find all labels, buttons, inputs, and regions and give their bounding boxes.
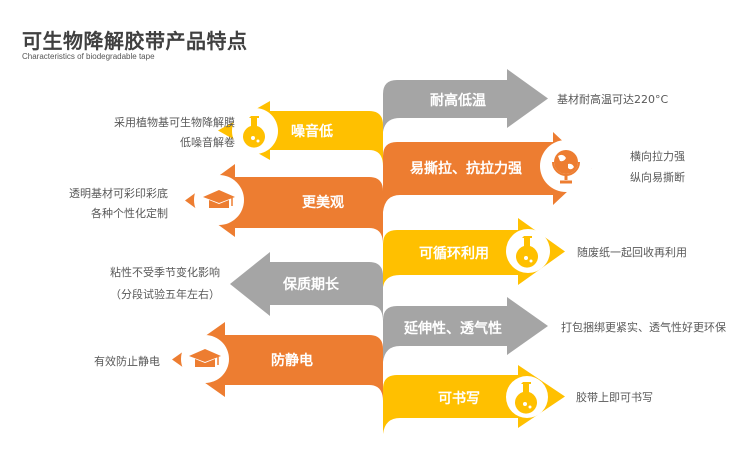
desc-line: 胶带上即可书写 bbox=[576, 391, 653, 404]
feature-description: 随废纸一起回收再利用 bbox=[577, 243, 687, 263]
desc-line: 透明基材可彩印彩底 bbox=[69, 187, 168, 200]
feature-description: 基材耐高温可达220°C bbox=[557, 90, 668, 110]
desc-line: （分段试验五年左右） bbox=[110, 288, 220, 301]
feature-description: 透明基材可彩印彩底各种个性化定制 bbox=[69, 184, 168, 224]
feature-label: 噪音低 bbox=[291, 124, 333, 140]
flask-icon bbox=[506, 229, 550, 273]
desc-line: 基材耐高温可达220°C bbox=[557, 93, 669, 106]
feature-label: 可书写 bbox=[438, 391, 480, 407]
desc-line: 各种个性化定制 bbox=[91, 207, 168, 220]
flask-icon bbox=[506, 376, 548, 418]
desc-line: 有效防止静电 bbox=[94, 355, 160, 368]
graduation-cap-icon bbox=[194, 175, 244, 225]
feature-description: 打包捆绑更紧实、透气性好更环保 bbox=[561, 318, 726, 338]
arrow-temperature bbox=[383, 69, 548, 132]
feature-label: 保质期长 bbox=[283, 277, 339, 293]
arrow-ductility bbox=[383, 297, 548, 362]
globe-icon bbox=[540, 140, 592, 192]
desc-line: 随废纸一起回收再利用 bbox=[577, 246, 687, 259]
page-title: 可生物降解胶带产品特点 bbox=[22, 29, 248, 53]
feature-label: 可循环利用 bbox=[419, 246, 489, 262]
arrow-long-shelf-life bbox=[230, 252, 383, 321]
feature-label: 延伸性、透气性 bbox=[404, 321, 502, 337]
desc-line: 低噪音解卷 bbox=[180, 136, 235, 149]
feature-description: 有效防止静电 bbox=[94, 352, 160, 372]
arrow-tear-strength bbox=[383, 132, 592, 212]
desc-line: 采用植物基可生物降解膜 bbox=[114, 116, 235, 129]
feature-description: 粘性不受季节变化影响 （分段试验五年左右） bbox=[110, 262, 220, 306]
feature-description: 采用植物基可生物降解膜低噪音解卷 bbox=[114, 113, 235, 153]
feature-description: 胶带上即可书写 bbox=[576, 388, 653, 408]
desc-line: 粘性不受季节变化影响 bbox=[110, 266, 220, 279]
page-subtitle: Characteristics of biodegradable tape bbox=[22, 52, 155, 61]
graduation-cap-icon bbox=[181, 335, 229, 383]
feature-label: 更美观 bbox=[302, 195, 344, 211]
feature-label: 易撕拉、抗拉力强 bbox=[410, 161, 522, 177]
feature-label: 防静电 bbox=[271, 353, 313, 369]
desc-line: 打包捆绑更紧实、透气性好更环保 bbox=[561, 321, 726, 334]
arrow-antistatic bbox=[172, 322, 383, 401]
feature-label: 耐高低温 bbox=[430, 93, 486, 109]
flask-icon bbox=[232, 108, 278, 154]
desc-line: 横向拉力强 bbox=[630, 150, 685, 163]
feature-description: 横向拉力强纵向易撕断 bbox=[630, 146, 685, 188]
desc-line: 纵向易撕断 bbox=[630, 171, 685, 184]
